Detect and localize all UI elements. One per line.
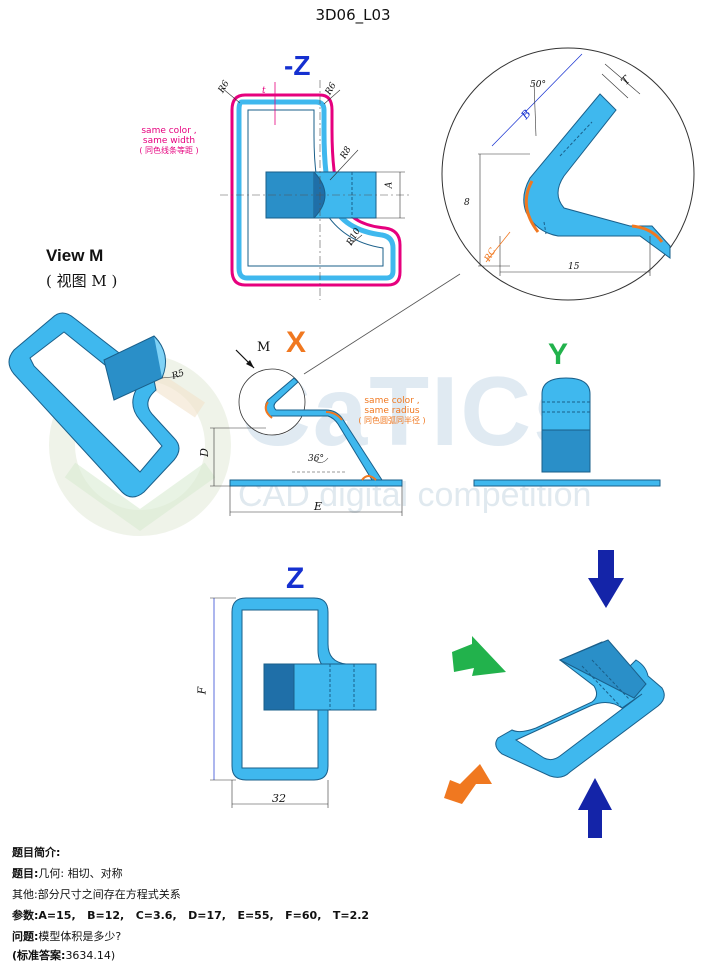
view-label-m: View M	[46, 246, 104, 265]
dim-angle-50: 50°	[530, 80, 546, 90]
dim-d: D	[197, 448, 211, 457]
info-intro: 题目简介:	[12, 846, 60, 860]
arrow-x-orange-icon	[444, 764, 492, 804]
m-marker-label: M	[257, 340, 271, 355]
info-answer: (标准答案:3634.14)	[12, 949, 115, 963]
dim-eight: 8	[464, 198, 470, 208]
info-topic-value: 几何: 相切、对称	[38, 867, 123, 880]
detail-sheet	[523, 93, 671, 259]
info-answer-value: 3634.14)	[65, 949, 116, 962]
dim-thirty-two: 32	[272, 792, 286, 805]
info-question-label: 问题:	[12, 930, 39, 943]
info-other-label: 其他:	[12, 888, 38, 901]
page-title: 3D06_L03	[315, 6, 391, 24]
view-label-y: Y	[548, 338, 569, 371]
note-same-width: same color , same width ( 同色线条等距 )	[128, 126, 210, 156]
view-x-base	[229, 479, 403, 487]
note-same-width-cn: ( 同色线条等距 )	[139, 146, 199, 155]
view-z-drawing	[210, 597, 377, 808]
dim-e: E	[314, 500, 323, 513]
view-label-m-cn: ( 视图 M )	[46, 272, 118, 290]
dim-f: F	[195, 686, 209, 695]
isometric-view-drawing	[444, 550, 665, 838]
view-x-drawing	[210, 349, 403, 516]
dim-angle-36: 36°	[308, 454, 324, 464]
arrow-x-green-icon	[452, 636, 506, 676]
view-label-minus-z: -Z	[284, 50, 311, 81]
note-same-radius-line1: same color ,	[364, 396, 420, 406]
info-question: 问题:模型体积是多少?	[12, 930, 121, 944]
dim-a: A	[384, 181, 395, 189]
dim-t-top: t	[262, 86, 266, 96]
info-params: 参数:A=15, B=12, C=3.6, D=17, E=55, F=60, …	[12, 909, 369, 923]
view-m-drawing	[8, 312, 183, 498]
note-same-width-line2: same width	[142, 136, 196, 146]
arrow-minus-z-top-icon	[588, 550, 624, 608]
view-label-x: X	[286, 326, 307, 359]
view-y-drawing	[473, 377, 661, 487]
info-topic-label: 题目:	[12, 867, 39, 880]
info-topic: 题目:几何: 相切、对称	[12, 867, 123, 881]
detail-view-circle	[441, 47, 695, 301]
info-answer-label: (标准答案:	[12, 949, 66, 962]
view-label-z: Z	[286, 562, 305, 595]
dim-fifteen: 15	[568, 262, 580, 272]
view-y-base	[473, 479, 661, 487]
info-other-value: 部分尺寸之间存在方程式关系	[37, 888, 181, 901]
note-same-width-line1: same color ,	[141, 126, 197, 136]
arrow-minus-z-bottom-icon	[578, 778, 612, 838]
view-minus-z-drawing	[220, 80, 410, 300]
detail-leader-line	[303, 273, 461, 375]
note-same-radius-line2: same radius	[364, 406, 420, 416]
note-same-radius-cn: ( 同色圆弧同半径 )	[358, 416, 426, 425]
info-intro-label: 题目简介:	[12, 846, 61, 859]
info-params-value: A=15, B=12, C=3.6, D=17, E=55, F=60, T=2…	[38, 909, 370, 922]
minus-z-frame-outline	[230, 93, 402, 287]
note-same-radius: same color , same radius ( 同色圆弧同半径 )	[346, 396, 438, 426]
info-question-value: 模型体积是多少?	[38, 930, 122, 943]
info-other: 其他:部分尺寸之间存在方程式关系	[12, 888, 181, 902]
info-params-label: 参数:	[12, 909, 39, 922]
